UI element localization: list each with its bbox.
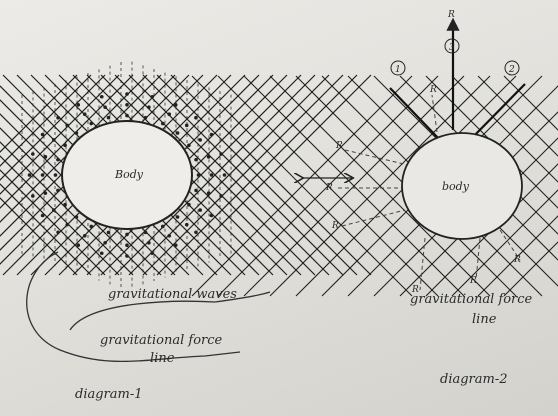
gravitational-force-line-label-d2-1: gravitational force	[410, 292, 533, 307]
body-1-label: Body	[114, 168, 144, 181]
wave-dot	[41, 173, 45, 177]
wave-dot	[83, 234, 87, 238]
wave-dot	[219, 194, 223, 198]
wave-dot	[207, 155, 211, 159]
svg-text:3: 3	[449, 43, 455, 53]
body-2-label: body	[442, 180, 470, 193]
wave-dot	[31, 152, 35, 156]
r-line	[432, 95, 437, 132]
wave-dot	[125, 254, 129, 258]
wave-dot	[125, 92, 129, 96]
wave-dot	[197, 173, 201, 177]
wave-dot	[161, 225, 165, 229]
wave-dot	[194, 116, 198, 120]
diagram-1: Body gravitational waves gravitational f…	[0, 62, 371, 402]
wave-dot	[54, 173, 58, 177]
wave-dot	[56, 116, 60, 120]
wave-dot	[63, 203, 67, 207]
wave-dot	[150, 95, 154, 99]
wave-dot	[65, 223, 69, 227]
wave-dot	[223, 173, 227, 177]
gravitational-waves-label: gravitational waves	[108, 287, 237, 302]
wave-dot	[174, 243, 178, 247]
wave-dot	[52, 208, 56, 212]
wave-dot	[185, 223, 189, 227]
wave-dot	[144, 116, 148, 120]
wave-dot	[125, 243, 129, 247]
wave-dot	[103, 241, 107, 245]
r-label: R	[447, 10, 455, 20]
wave-dot	[56, 158, 60, 162]
wave-dot	[31, 194, 35, 198]
wave-dot	[100, 95, 104, 99]
wave-dot	[194, 230, 198, 234]
wave-dot	[125, 103, 129, 107]
wave-dot	[161, 122, 165, 126]
wave-dot	[63, 144, 67, 148]
r-label: R	[325, 183, 333, 193]
diagram-2-caption: diagram-2	[440, 372, 508, 387]
wave-dot	[185, 124, 189, 128]
wave-dot	[41, 133, 45, 137]
wave-dot	[147, 241, 151, 245]
r-label: R	[429, 85, 437, 95]
wave-dot	[52, 138, 56, 142]
wave-dot	[176, 131, 180, 135]
wave-dot	[83, 112, 87, 116]
wave-dot	[167, 112, 171, 116]
wave-dot	[187, 203, 191, 207]
wave-dot	[198, 138, 202, 142]
r-label: R	[331, 221, 339, 231]
wave-dot	[150, 251, 154, 255]
wave-dot	[28, 173, 32, 177]
wave-dot	[100, 251, 104, 255]
wave-dot	[210, 133, 214, 137]
wave-dot	[89, 225, 93, 229]
r-label: R	[513, 255, 521, 265]
wave-dot	[56, 230, 60, 234]
wave-dot	[76, 243, 80, 247]
wave-dot	[107, 116, 111, 120]
wave-dot	[219, 152, 223, 156]
circled-label-1: 1	[391, 61, 405, 75]
wave-dot	[107, 231, 111, 235]
wave-dot	[125, 233, 129, 237]
wave-dot	[210, 173, 214, 177]
wave-dot	[75, 131, 79, 135]
wave-dot	[89, 122, 93, 126]
wave-dot	[75, 215, 79, 219]
gravitational-force-line-label-1: gravitational force	[100, 333, 223, 348]
svg-text:2: 2	[508, 65, 515, 75]
wave-dot	[56, 189, 60, 193]
wave-dot	[44, 155, 48, 159]
wave-dot	[147, 105, 151, 109]
circled-label-2: 2	[505, 61, 519, 75]
wave-dot	[125, 114, 129, 118]
diagram-1-caption: diagram-1	[75, 387, 143, 402]
gravitational-force-line-label-d2-2: line	[472, 312, 497, 327]
wave-dot	[167, 234, 171, 238]
wave-dot	[65, 124, 69, 128]
wave-dot	[144, 231, 148, 235]
wave-dot	[76, 103, 80, 107]
wave-dot	[194, 189, 198, 193]
wave-dot	[198, 208, 202, 212]
wave-dot	[187, 144, 191, 148]
wave-dot	[210, 214, 214, 218]
wave-dot	[174, 103, 178, 107]
wave-dot	[41, 214, 45, 218]
wave-dot	[44, 191, 48, 195]
wave-dot	[103, 105, 107, 109]
wave-dot	[176, 215, 180, 219]
svg-text:1: 1	[395, 65, 401, 75]
r-label: R	[469, 276, 477, 286]
wave-dot	[207, 191, 211, 195]
r-label: R	[335, 141, 343, 151]
wave-dot	[194, 158, 198, 162]
gravitational-force-line-label-2: line	[150, 351, 175, 366]
